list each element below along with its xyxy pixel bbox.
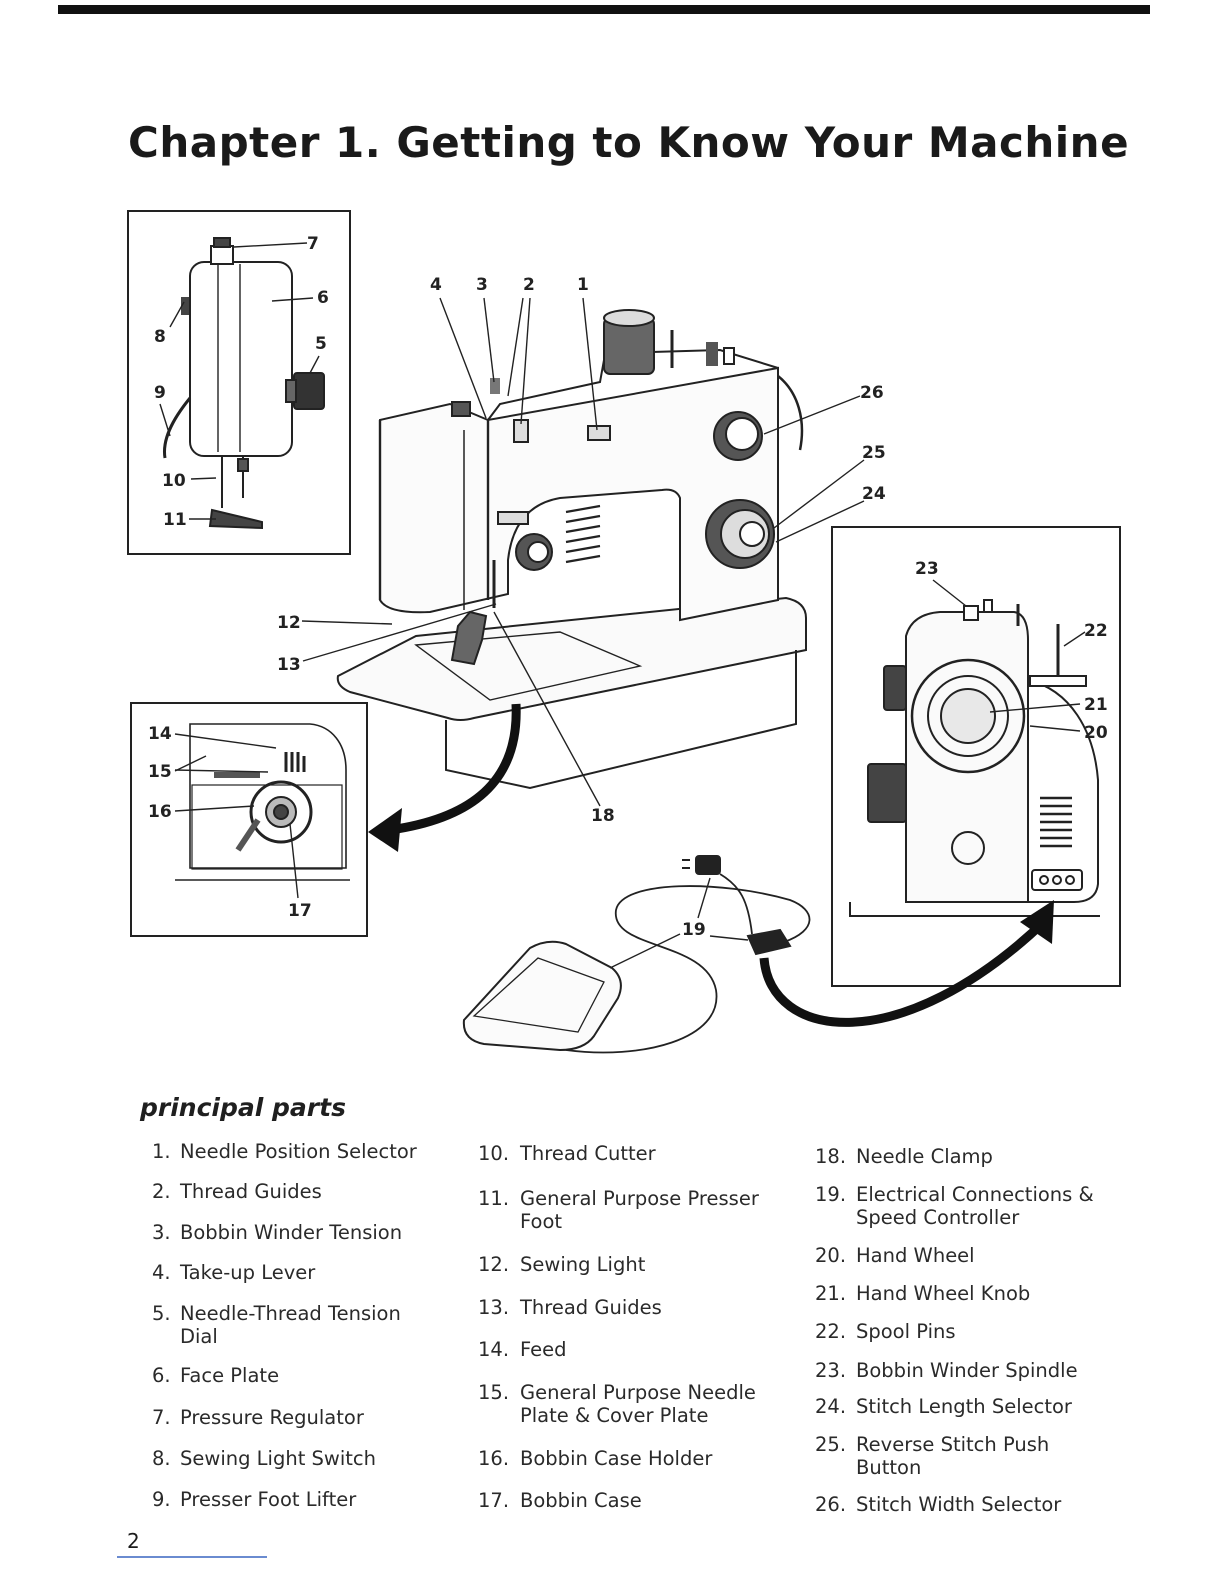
list-item: 15.General Purpose Needle Plate & Cover …: [478, 1381, 756, 1427]
callout-1: 1: [577, 275, 589, 295]
sewing-machine-illustration: [336, 309, 807, 790]
callout-14: 14: [148, 724, 172, 744]
list-item: 10.Thread Cutter: [478, 1142, 656, 1165]
callout-21: 21: [1084, 695, 1108, 715]
list-item: 14.Feed: [478, 1338, 567, 1361]
bobbin-area-inset: [130, 702, 368, 937]
callout-25: 25: [862, 443, 886, 463]
callout-3: 3: [476, 275, 488, 295]
power-plug-illustration: [682, 855, 792, 956]
hand-wheel-side-inset: [831, 526, 1121, 987]
list-item: 12.Sewing Light: [478, 1253, 646, 1276]
page-number: 2: [127, 1529, 140, 1553]
callout-8: 8: [154, 327, 166, 347]
callout-26: 26: [860, 383, 884, 403]
callout-13: 13: [277, 655, 301, 675]
callout-4: 4: [430, 275, 442, 295]
callout-2: 2: [523, 275, 535, 295]
list-item: 18.Needle Clamp: [815, 1145, 993, 1168]
list-item: 1.Needle Position Selector: [152, 1140, 417, 1163]
callout-18: 18: [591, 806, 615, 826]
list-item: 22.Spool Pins: [815, 1320, 956, 1343]
list-item: 9.Presser Foot Lifter: [152, 1488, 357, 1511]
list-item: 11.General Purpose Presser Foot: [478, 1187, 759, 1233]
callout-labels: 1 2 3 4 5 6 7 8 9 10 11 12 13 14 15 16 1…: [148, 234, 1108, 940]
list-item: 6.Face Plate: [152, 1364, 280, 1387]
list-item: 2.Thread Guides: [152, 1180, 322, 1203]
list-item: 23.Bobbin Winder Spindle: [815, 1359, 1078, 1382]
callout-6: 6: [317, 288, 329, 308]
list-item: 20.Hand Wheel: [815, 1244, 975, 1267]
arrow-icon: [389, 703, 1050, 1027]
list-item: 25.Reverse Stitch Push Button: [815, 1433, 1050, 1479]
callout-5: 5: [315, 334, 327, 354]
face-plate-inset: [127, 210, 351, 555]
list-item: 19.Electrical Connections & Speed Contro…: [815, 1183, 1094, 1229]
callout-11: 11: [163, 510, 187, 530]
list-item: 4.Take-up Lever: [152, 1261, 316, 1284]
callout-22: 22: [1084, 621, 1108, 641]
callout-24: 24: [862, 484, 886, 504]
top-border-bar: [58, 5, 1150, 14]
callout-7: 7: [307, 234, 319, 254]
callout-10: 10: [162, 471, 186, 491]
arrow-icon: [1020, 900, 1054, 944]
list-item: 13.Thread Guides: [478, 1296, 662, 1319]
arrow-icon: [368, 808, 402, 852]
callout-17: 17: [288, 901, 312, 921]
list-item: 21.Hand Wheel Knob: [815, 1282, 1031, 1305]
list-item: 26.Stitch Width Selector: [815, 1493, 1062, 1516]
section-subtitle: principal parts: [140, 1093, 346, 1122]
callout-19: 19: [682, 920, 706, 940]
leader-lines: [159, 242, 1086, 969]
list-item: 16.Bobbin Case Holder: [478, 1447, 713, 1470]
list-item: 5.Needle-Thread Tension Dial: [152, 1302, 401, 1348]
list-item: 17.Bobbin Case: [478, 1489, 642, 1512]
callout-9: 9: [154, 383, 166, 403]
chapter-title: Chapter 1. Getting to Know Your Machine: [128, 118, 1130, 167]
callout-15: 15: [148, 762, 172, 782]
list-item: 7.Pressure Regulator: [152, 1406, 364, 1429]
principal-parts-diagram: 1 2 3 4 5 6 7 8 9 10 11 12 13 14 15 16 1…: [127, 210, 1121, 1054]
callout-16: 16: [148, 802, 172, 822]
list-item: 8.Sewing Light Switch: [152, 1447, 377, 1470]
list-item: 3.Bobbin Winder Tension: [152, 1221, 403, 1244]
callout-20: 20: [1084, 723, 1108, 743]
foot-controller-illustration: [462, 885, 811, 1054]
callout-23: 23: [915, 559, 939, 579]
list-item: 24.Stitch Length Selector: [815, 1395, 1072, 1418]
page-number-rule: [117, 1556, 267, 1558]
callout-12: 12: [277, 613, 301, 633]
